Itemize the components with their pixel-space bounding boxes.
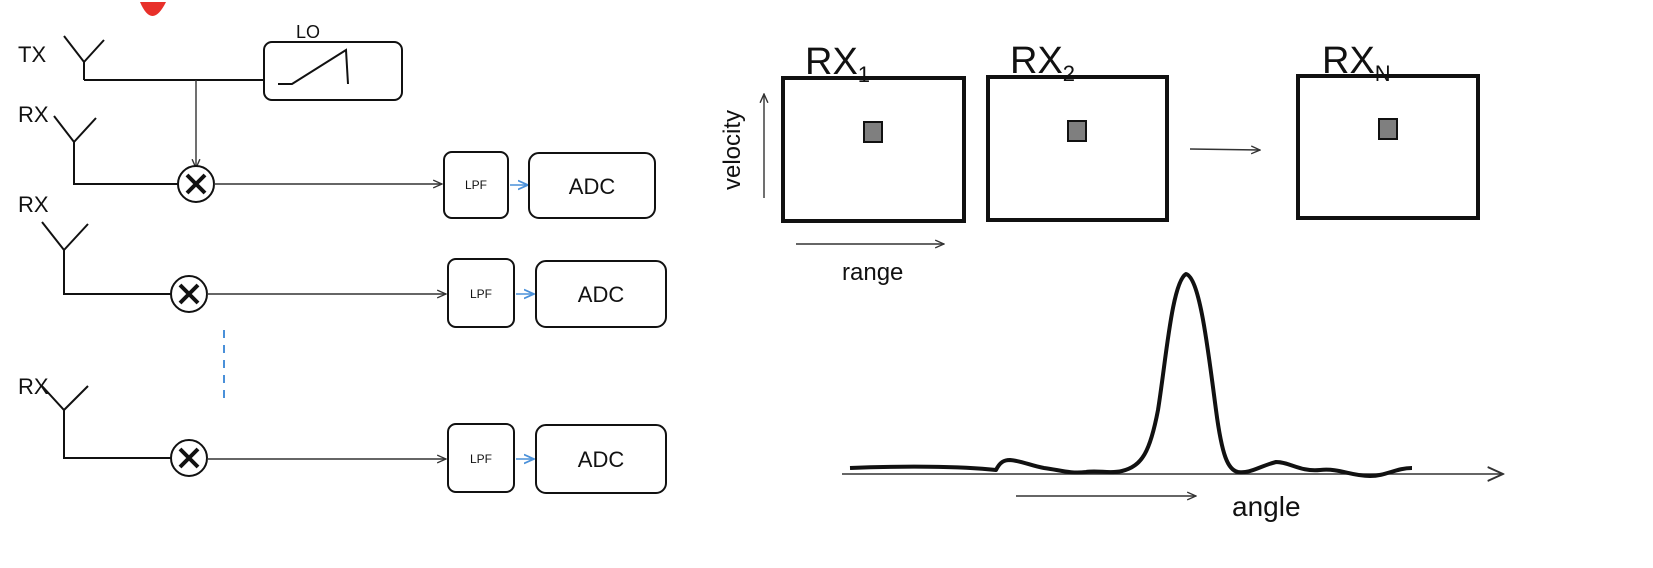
target-cell — [1378, 118, 1398, 140]
rd-map-rx2: RX2 — [986, 40, 1169, 222]
range-axis-label: range — [842, 259, 903, 286]
rx-antenna-icon — [53, 115, 178, 185]
rd-map-frame — [1296, 74, 1480, 220]
tx-section: TX LO — [18, 22, 403, 168]
adc-box — [528, 152, 656, 219]
angle-spectrum-curve — [849, 272, 1413, 478]
adc-box — [535, 424, 667, 494]
lpf-box — [447, 258, 515, 328]
continuation-arrow — [1189, 149, 1260, 150]
adc-box — [535, 260, 667, 328]
lpf-box — [443, 151, 509, 219]
rx-label: RX — [18, 192, 49, 217]
rd-map-rxn: RXN — [1296, 40, 1480, 220]
rx-antenna-icon — [41, 385, 171, 459]
rd-map-label: RX2 — [1010, 40, 1075, 86]
lpf-label: LPF — [470, 287, 492, 301]
rx-channel-1: RX LPF ADC — [18, 102, 656, 219]
tx-label: TX — [18, 42, 46, 67]
velocity-axis-label: velocity — [719, 110, 746, 190]
rx-label: RX — [18, 374, 49, 399]
lpf-label: LPF — [470, 452, 492, 466]
rd-map-label: RXN — [1322, 40, 1391, 86]
angle-spectrum-plot: angle — [842, 272, 1503, 522]
lo-label: LO — [296, 22, 320, 42]
mixer-icon — [170, 439, 208, 477]
rx-channel-n: RX LPF ADC — [18, 374, 667, 494]
rd-map-label: RX1 — [805, 41, 870, 87]
rx-label: RX — [18, 102, 49, 127]
mixer-icon — [170, 275, 208, 313]
rd-map-rx1: RX1 — [781, 41, 966, 223]
chirp-ramp-icon — [278, 48, 349, 85]
tx-antenna-icon — [63, 35, 105, 80]
adc-label: ADC — [569, 174, 616, 199]
target-cell — [863, 121, 883, 143]
target-cell — [1067, 120, 1087, 142]
lpf-box — [447, 423, 515, 493]
mixer-icon — [177, 165, 215, 203]
lo-box — [263, 41, 403, 101]
adc-label: ADC — [578, 447, 625, 472]
red-marker — [140, 2, 166, 16]
rx-antenna-icon — [41, 221, 171, 295]
adc-label: ADC — [578, 282, 625, 307]
range-doppler-maps: velocity range RX1 RX2 RXN — [719, 40, 1480, 286]
rd-map-frame — [986, 75, 1169, 222]
rd-map-frame — [781, 76, 966, 223]
rx-channel-2: RX LPF ADC — [18, 192, 667, 328]
angle-axis-label: angle — [1232, 491, 1301, 522]
lpf-label: LPF — [465, 178, 487, 192]
